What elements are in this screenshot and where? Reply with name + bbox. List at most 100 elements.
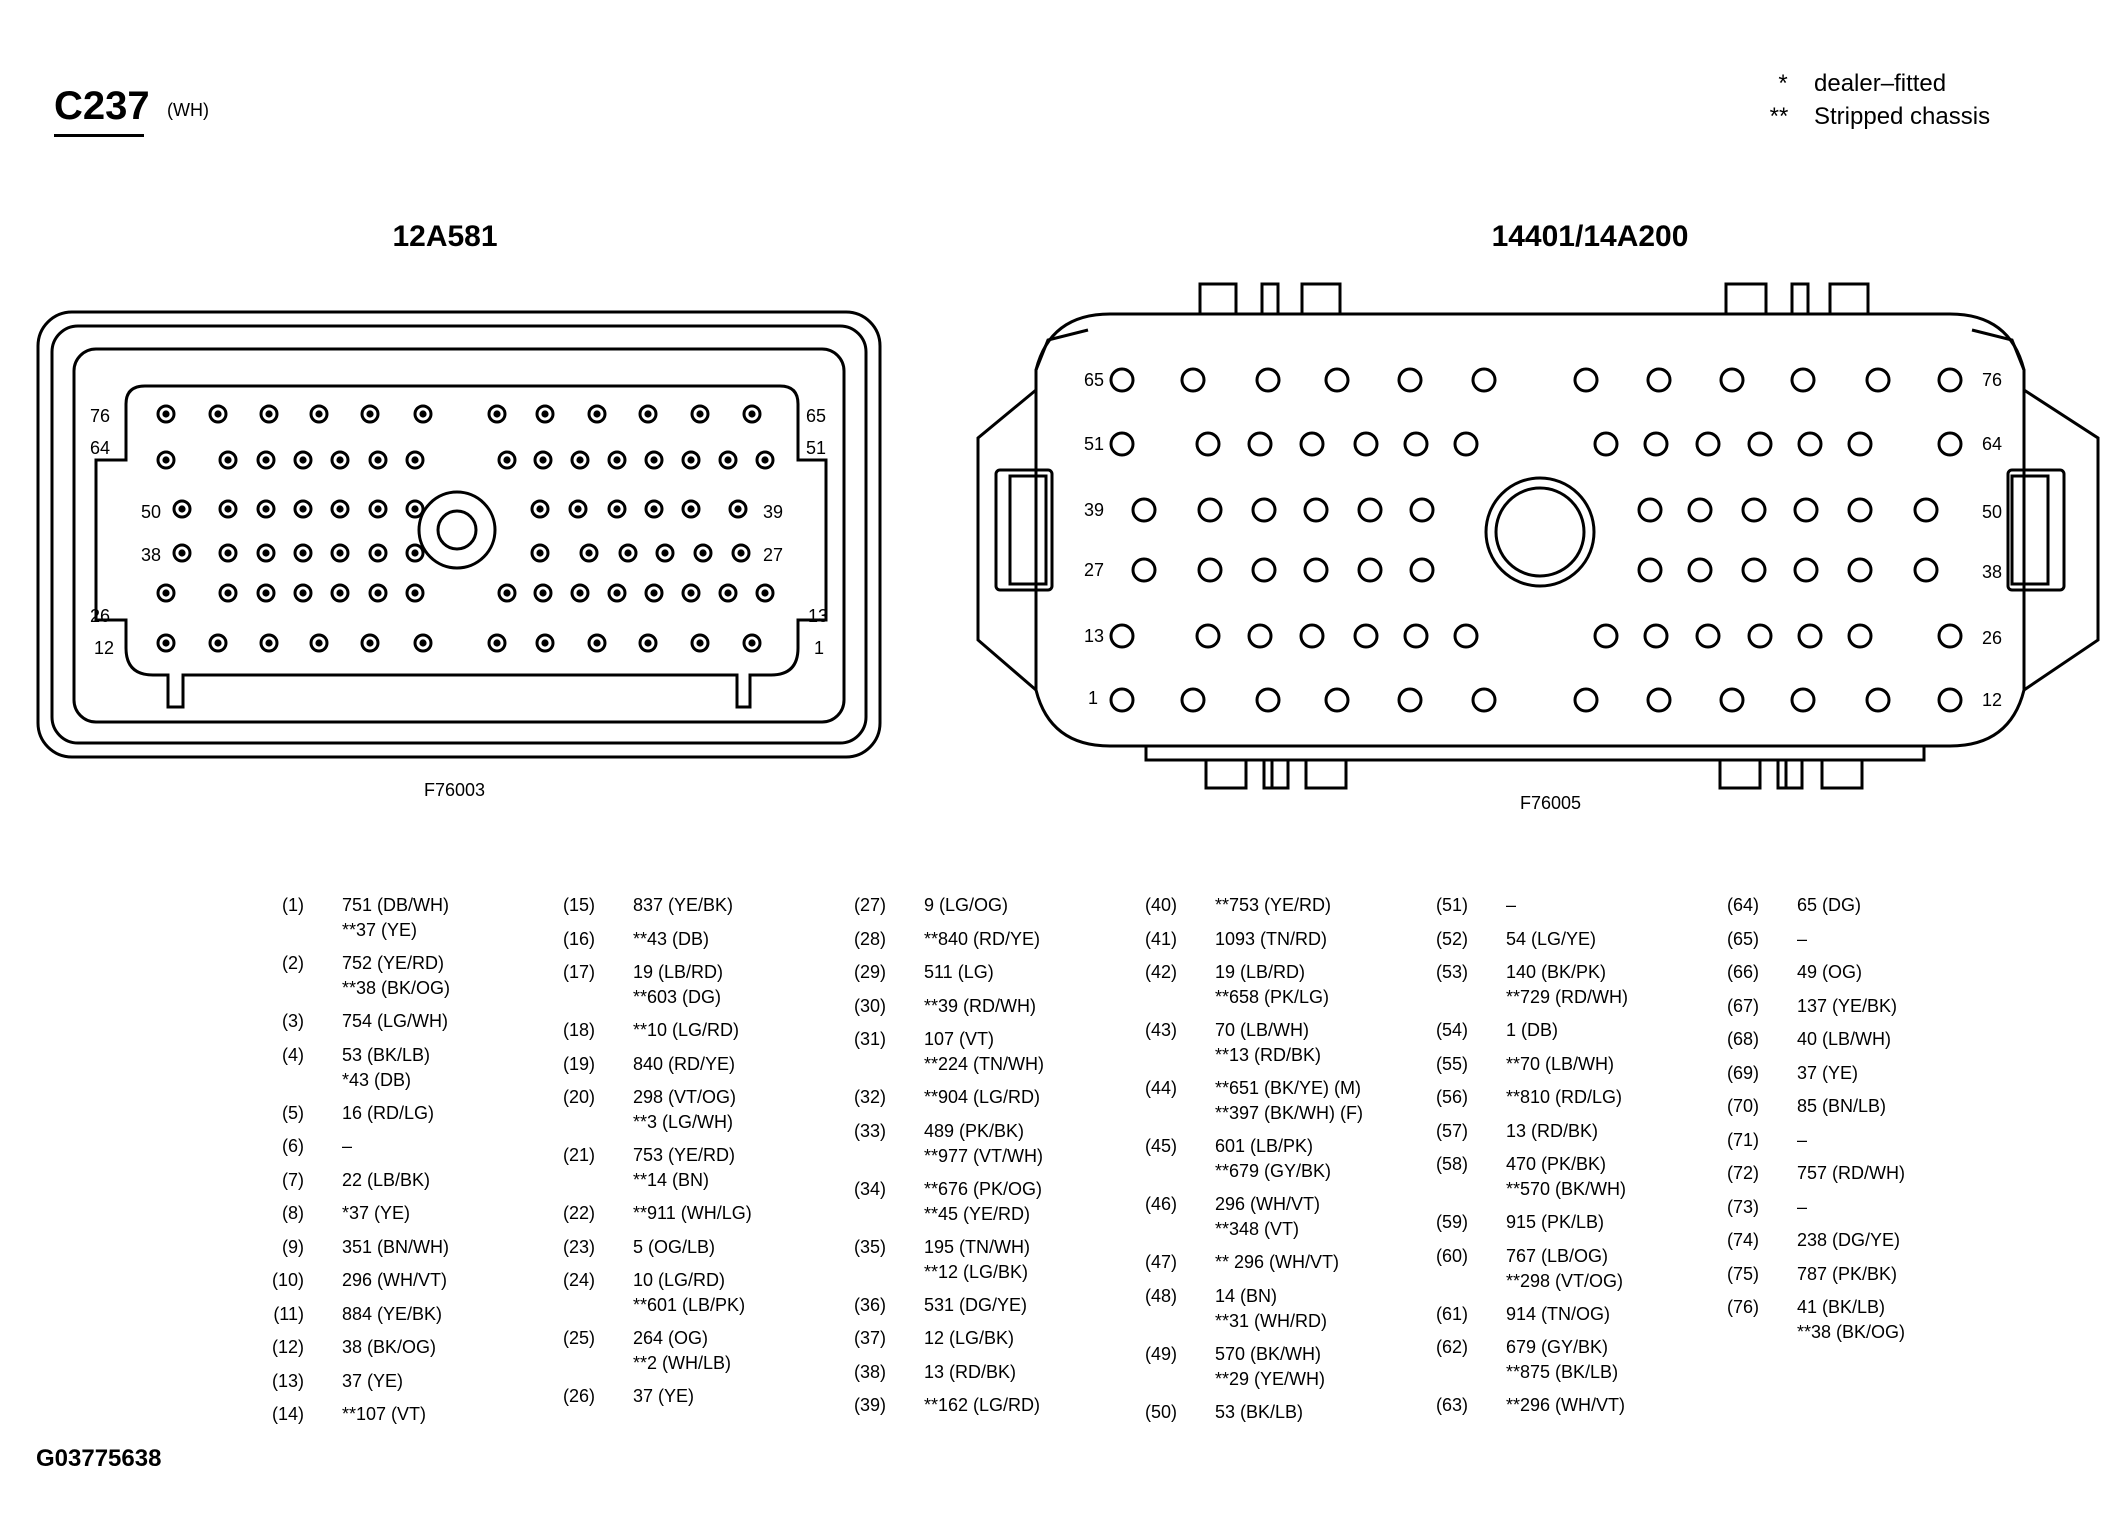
- right-label-27: 27: [1084, 560, 1104, 580]
- wire-circuit: 53 (BK/LB): [1215, 1401, 1304, 1422]
- pin-wires: 1 (DB): [1506, 1018, 1558, 1043]
- pin-number: (38): [853, 1361, 886, 1382]
- pin-cavity-dot: [503, 456, 511, 464]
- pin-cavity-dot: [224, 589, 232, 597]
- wire-circuit: 140 (BK/PK): [1506, 962, 1607, 982]
- pin-number: (62): [1435, 1337, 1468, 1357]
- pin-cavity: [1741, 557, 1767, 583]
- wire-circuit: **14 (BN): [633, 1170, 710, 1190]
- pin-cavity-dot: [214, 410, 222, 418]
- wire-circuit: 37 (YE): [633, 1386, 695, 1406]
- pin-number: (32): [853, 1087, 886, 1107]
- pin-cavity-dot: [503, 589, 511, 597]
- wire-circuit: **38 (BK/OG): [1797, 1322, 1906, 1342]
- wire-circuit: **911 (WH/LG): [633, 1203, 752, 1223]
- pin-cavity: [1109, 431, 1135, 457]
- pin-cavity: [1409, 557, 1435, 583]
- pin-cavity-dot: [262, 505, 270, 513]
- left-label-39: 39: [763, 502, 783, 522]
- pin-cavity: [1687, 497, 1713, 523]
- wire-circuit: 14 (BN): [1215, 1285, 1278, 1306]
- left-label-13: 13: [808, 606, 828, 626]
- wire-circuit: 16 (RD/LG): [342, 1102, 435, 1123]
- wire-circuit: 85 (BN/LB): [1797, 1096, 1887, 1116]
- pin-wires: 238 (DG/YE): [1797, 1228, 1900, 1253]
- pin-cavity-dot: [224, 549, 232, 557]
- right-center-key: [1484, 476, 1596, 588]
- pin-number: (66): [1726, 962, 1759, 982]
- wire-circuit: **601 (LB/PK): [633, 1295, 746, 1315]
- pin-number: (70): [1726, 1096, 1759, 1116]
- wire-circuit: –: [342, 1136, 353, 1156]
- pin-cavity-dot: [336, 589, 344, 597]
- pin-cavity: [1471, 367, 1497, 393]
- pin-cavity-dot: [315, 410, 323, 418]
- pin-cavity: [1593, 431, 1619, 457]
- wire-circuit: **296 (WH/VT): [1506, 1395, 1626, 1415]
- pin-wires: 264 (OG)**2 (WH/LB): [633, 1326, 731, 1376]
- wire-circuit: 296 (WH/VT): [342, 1270, 448, 1290]
- pin-wires: *37 (YE): [342, 1201, 410, 1226]
- pin-cavity-dot: [574, 505, 582, 513]
- left-label-76: 76: [90, 406, 110, 426]
- pin-cavity-dot: [265, 639, 273, 647]
- pin-cavity: [1251, 497, 1277, 523]
- pin-number: (49): [1144, 1343, 1177, 1364]
- pin-number: (74): [1726, 1230, 1759, 1250]
- pin-wires: **162 (LG/RD): [924, 1393, 1040, 1418]
- pin-wires: 49 (OG): [1797, 960, 1862, 985]
- pin-wires: 22 (LB/BK): [342, 1168, 430, 1193]
- pin-number: (13): [271, 1370, 304, 1391]
- pin-cavity-dot: [366, 410, 374, 418]
- pin-number: (72): [1726, 1163, 1759, 1183]
- pin-wires: **753 (YE/RD): [1215, 893, 1331, 918]
- pin-number: (39): [853, 1395, 886, 1415]
- wire-circuit: 752 (YE/RD): [342, 953, 445, 973]
- right-label-50: 50: [1982, 502, 2002, 522]
- pin-cavity-dot: [299, 505, 307, 513]
- pin-cavity-dot: [576, 589, 584, 597]
- wire-circuit: 1093 (TN/RD): [1215, 928, 1328, 949]
- pin-cavity: [1324, 367, 1350, 393]
- pin-cavity-dot: [374, 505, 382, 513]
- wire-circuit: 37 (YE): [342, 1370, 404, 1391]
- wire-circuit: 107 (VT): [924, 1029, 995, 1049]
- pin-number: (55): [1435, 1053, 1468, 1074]
- pin-cavity: [1131, 497, 1157, 523]
- pin-wires: 85 (BN/LB): [1797, 1094, 1886, 1119]
- wire-circuit: **348 (VT): [1215, 1219, 1300, 1239]
- pin-wires: 753 (YE/RD)**14 (BN): [633, 1143, 735, 1193]
- connector-id: C237: [54, 84, 150, 128]
- pin-number: (35): [853, 1236, 886, 1257]
- diagram-code: G03775638: [36, 1445, 162, 1472]
- wire-circuit: 40 (LB/WH): [1797, 1029, 1892, 1049]
- right-connector-body: [976, 282, 2100, 790]
- pin-cavity-dot: [661, 549, 669, 557]
- wire-circuit: 915 (PK/LB): [1506, 1212, 1605, 1232]
- right-label-38: 38: [1982, 562, 2002, 582]
- pin-cavity-dot: [650, 505, 658, 513]
- pin-cavity: [1299, 623, 1325, 649]
- pin-cavity-dot: [299, 549, 307, 557]
- pin-cavity-dot: [411, 549, 419, 557]
- pin-cavity-dot: [493, 410, 501, 418]
- pin-cavity: [1197, 557, 1223, 583]
- right-connector-pins: [1109, 367, 1963, 713]
- left-label-64: 64: [90, 438, 110, 458]
- pin-cavity-dot: [624, 549, 632, 557]
- pin-cavity-dot: [734, 505, 742, 513]
- wire-circuit: –: [1797, 1129, 1808, 1150]
- pin-cavity: [1790, 367, 1816, 393]
- pin-number: (42): [1144, 962, 1177, 982]
- pin-number: (3): [282, 1011, 304, 1031]
- wire-circuit: 840 (RD/YE): [633, 1053, 736, 1074]
- pin-cavity: [1471, 687, 1497, 713]
- pin-number: (27): [853, 895, 886, 915]
- pin-number: (41): [1144, 928, 1177, 949]
- left-label-50: 50: [141, 502, 161, 522]
- wire-circuit: 19 (LB/RD): [1215, 962, 1306, 982]
- pin-cavity: [1197, 497, 1223, 523]
- pin-cavity-dot: [687, 589, 695, 597]
- pin-cavity: [1937, 623, 1963, 649]
- pin-cavity-dot: [336, 549, 344, 557]
